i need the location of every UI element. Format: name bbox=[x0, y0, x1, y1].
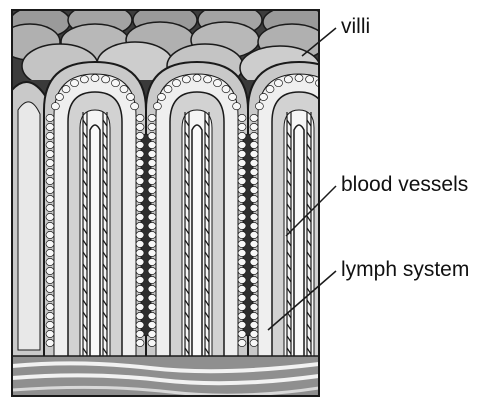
villi-label: villi bbox=[341, 16, 370, 37]
blood-vessels-label: blood vessels bbox=[341, 174, 468, 195]
lymph-system-label: lymph system bbox=[341, 259, 469, 280]
base-tissue bbox=[12, 356, 319, 396]
villus-left-edge bbox=[12, 82, 48, 360]
